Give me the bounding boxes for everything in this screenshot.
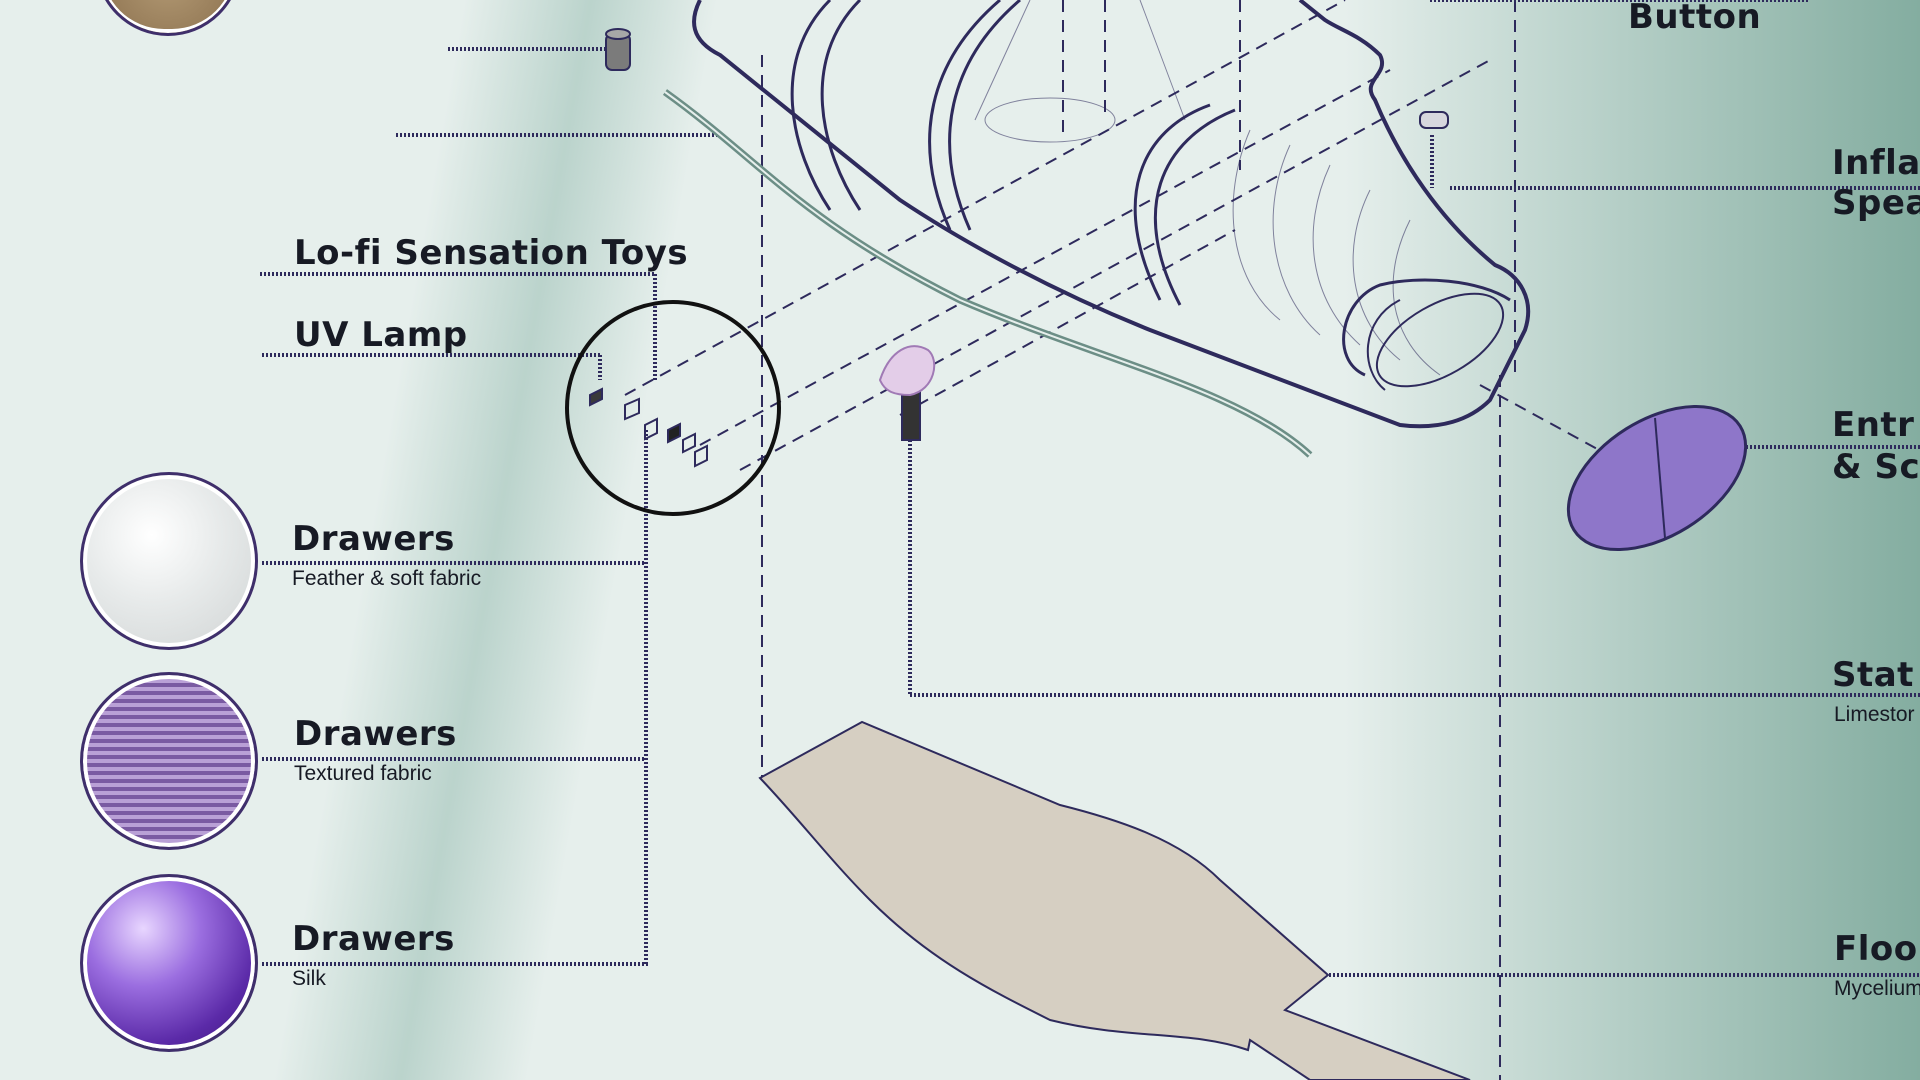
lofi-toys-highlight-circle <box>565 300 781 516</box>
material-swatch-feather <box>80 472 258 650</box>
label-station-subtitle: Limestor <box>1834 703 1915 726</box>
label-drawers-3-subtitle: Silk <box>292 967 326 990</box>
projection-lines <box>624 0 1701 1080</box>
label-lofi-sensation-toys: Lo-fi Sensation Toys <box>294 233 689 273</box>
leader-lines <box>260 0 1920 977</box>
label-floor: Floor <box>1834 929 1920 969</box>
label-drawers-3-title: Drawers <box>292 919 455 959</box>
label-drawers-2-title: Drawers <box>294 714 457 754</box>
label-station: Stat <box>1832 655 1914 695</box>
pod-structure <box>692 0 1531 429</box>
entry-door <box>1566 404 1748 552</box>
speaker-cylinder <box>605 28 631 71</box>
label-inflatable-line2: Spea <box>1832 183 1920 223</box>
label-uv-lamp: UV Lamp <box>294 315 468 355</box>
label-floor-subtitle: Mycelium <box>1834 977 1920 1000</box>
lofi-toy-items <box>589 387 708 468</box>
button-device <box>1419 111 1449 129</box>
material-swatch-silk <box>80 874 258 1052</box>
label-drawers-2-subtitle: Textured fabric <box>294 762 432 785</box>
label-drawers-1-title: Drawers <box>292 519 455 559</box>
label-inflatable-line1: Infla <box>1832 143 1920 183</box>
material-swatch-textured-fabric <box>80 672 258 850</box>
label-drawers-1-subtitle: Feather & soft fabric <box>292 567 482 590</box>
station-figure <box>878 345 936 441</box>
mycelium-floor <box>758 720 1471 1080</box>
label-button: Button <box>1628 0 1762 37</box>
label-entry-line1: Entr <box>1832 405 1915 445</box>
label-entry-line2: & Sc <box>1832 447 1920 487</box>
